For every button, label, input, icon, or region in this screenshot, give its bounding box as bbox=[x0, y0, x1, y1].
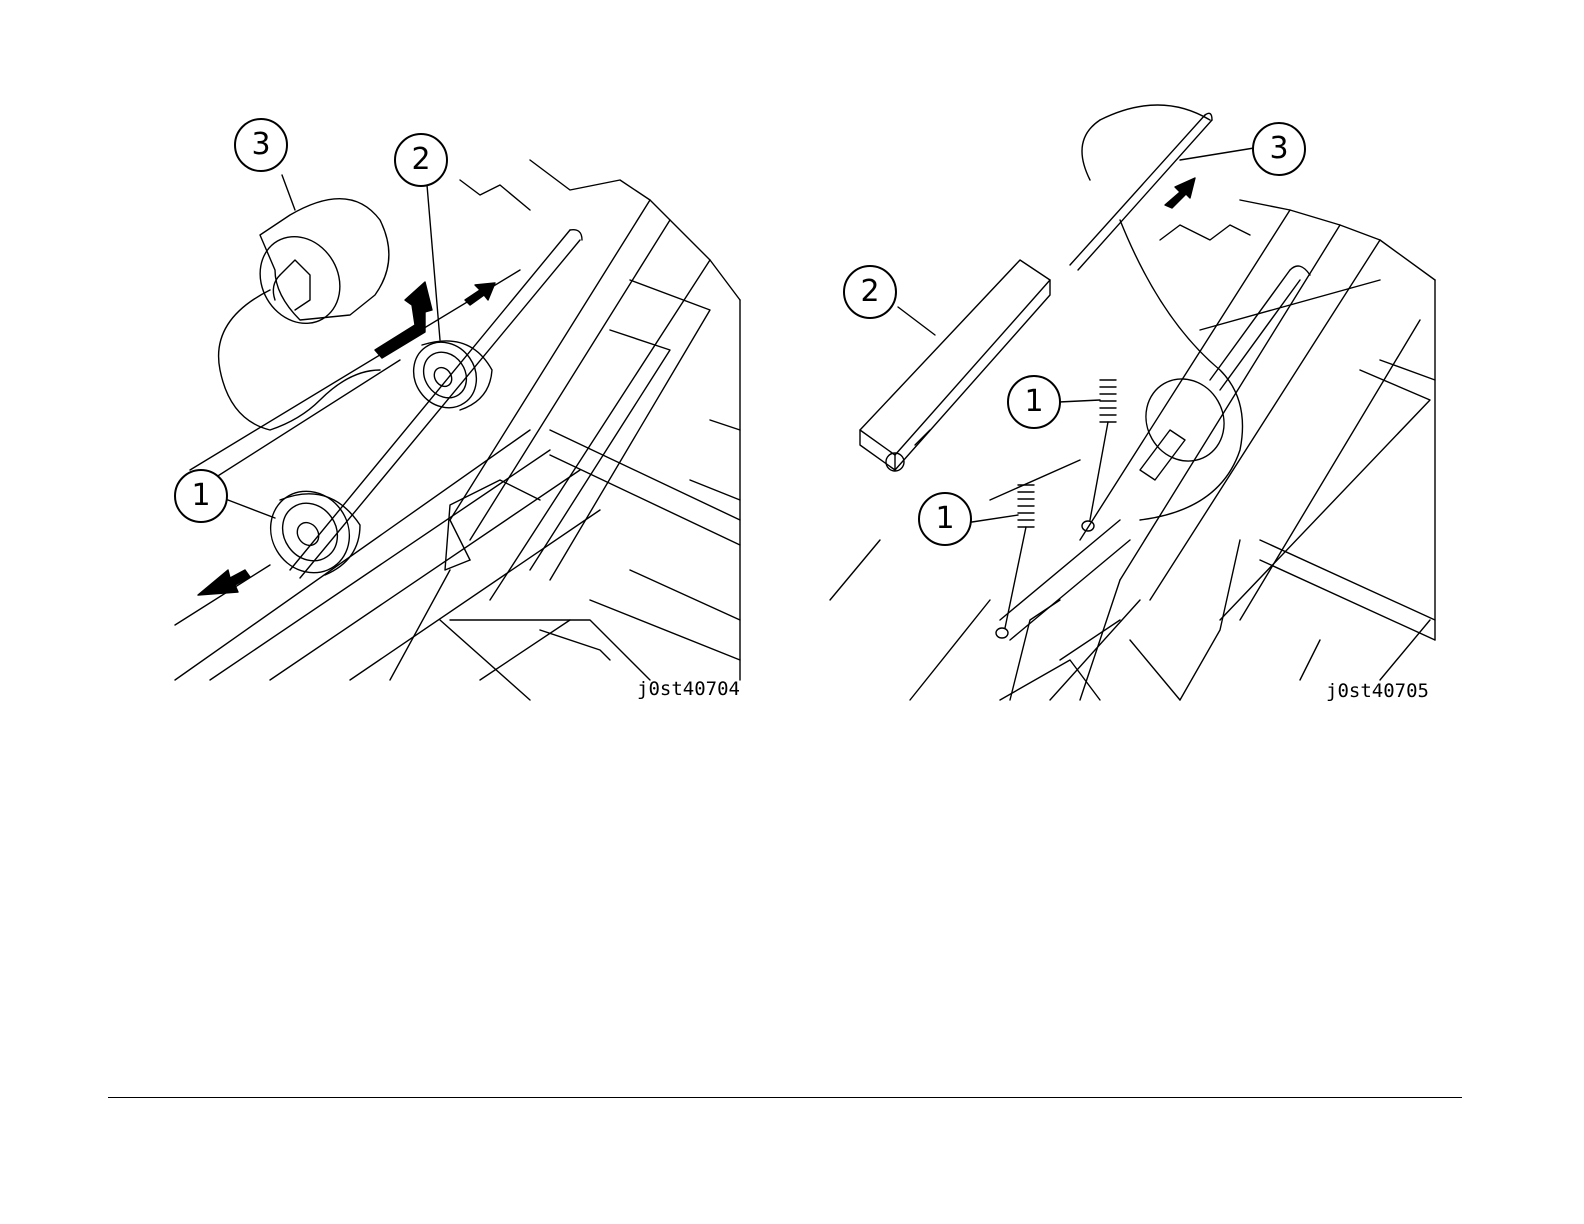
figure-pad-spring-removal: 2 3 1 1 j0st40705 bbox=[820, 100, 1460, 720]
roller-1 bbox=[255, 476, 365, 588]
callout-3: 3 bbox=[1252, 122, 1306, 176]
inner-roller bbox=[1131, 266, 1310, 480]
figure-id: j0st40704 bbox=[637, 678, 740, 700]
callout-1-upper: 1 bbox=[1007, 375, 1061, 429]
figure-roller-removal: 3 2 1 j0st40704 bbox=[150, 100, 770, 720]
callout-1-lower: 1 bbox=[918, 492, 972, 546]
leader-lines bbox=[898, 148, 1254, 522]
roller-2 bbox=[401, 330, 492, 420]
footer-rule bbox=[108, 1097, 1462, 1098]
callout-2: 2 bbox=[843, 265, 897, 319]
spring-upper bbox=[1082, 380, 1116, 531]
housing-lines bbox=[830, 200, 1435, 700]
spring-lower bbox=[996, 485, 1034, 638]
leader-lines bbox=[228, 175, 440, 518]
pad-spring-assembly-drawing bbox=[820, 100, 1460, 720]
callout-1: 1 bbox=[174, 469, 228, 523]
direction-arrow bbox=[1165, 178, 1195, 208]
roller-cover-3 bbox=[219, 199, 389, 430]
figure-id: j0st40705 bbox=[1326, 680, 1429, 702]
callout-2: 2 bbox=[394, 133, 448, 187]
roller-assembly-drawing bbox=[150, 100, 770, 720]
housing-lines bbox=[175, 160, 740, 700]
callout-3: 3 bbox=[234, 118, 288, 172]
shaft-3 bbox=[1070, 105, 1243, 520]
